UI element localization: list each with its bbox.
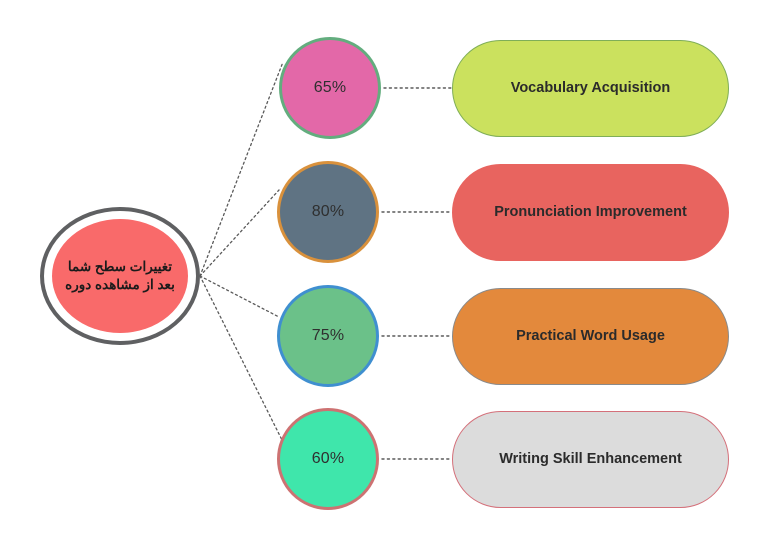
percent-circle-3[interactable]: 75% xyxy=(277,285,379,387)
central-node-label-line2: بعد از مشاهده دوره xyxy=(65,277,175,292)
label-pill-text-1: Vocabulary Acquisition xyxy=(510,80,671,97)
spoke-line-1 xyxy=(199,61,284,277)
label-pill-text-2: Pronunciation Improvement xyxy=(494,204,687,221)
spoke-line-3 xyxy=(199,275,280,318)
label-pill-text-3: Practical Word Usage xyxy=(516,328,665,345)
central-node[interactable]: تغییرات سطح شما بعد از مشاهده دوره xyxy=(40,207,200,345)
percent-circle-2[interactable]: 80% xyxy=(277,161,379,263)
percent-circle-4[interactable]: 60% xyxy=(277,408,379,510)
percent-circle-1[interactable]: 65% xyxy=(279,37,381,139)
percent-value-4: 60% xyxy=(311,450,345,467)
percent-value-1: 65% xyxy=(313,79,347,96)
label-pill-pronunciation-improvement[interactable]: Pronunciation Improvement xyxy=(452,164,729,261)
central-node-label: تغییرات سطح شما بعد از مشاهده دوره xyxy=(58,258,182,294)
spoke-line-2 xyxy=(199,189,280,277)
central-node-fill: تغییرات سطح شما بعد از مشاهده دوره xyxy=(52,219,188,333)
percent-value-2: 80% xyxy=(311,203,345,220)
label-pill-writing-skill-enhancement[interactable]: Writing Skill Enhancement xyxy=(452,411,729,508)
label-pill-vocabulary-acquisition[interactable]: Vocabulary Acquisition xyxy=(452,40,729,137)
label-pill-practical-word-usage[interactable]: Practical Word Usage xyxy=(452,288,729,385)
central-node-label-line1: تغییرات سطح شما xyxy=(67,258,173,274)
percent-value-3: 75% xyxy=(311,327,345,344)
label-pill-text-4: Writing Skill Enhancement xyxy=(499,451,682,468)
spoke-line-4 xyxy=(199,275,284,443)
